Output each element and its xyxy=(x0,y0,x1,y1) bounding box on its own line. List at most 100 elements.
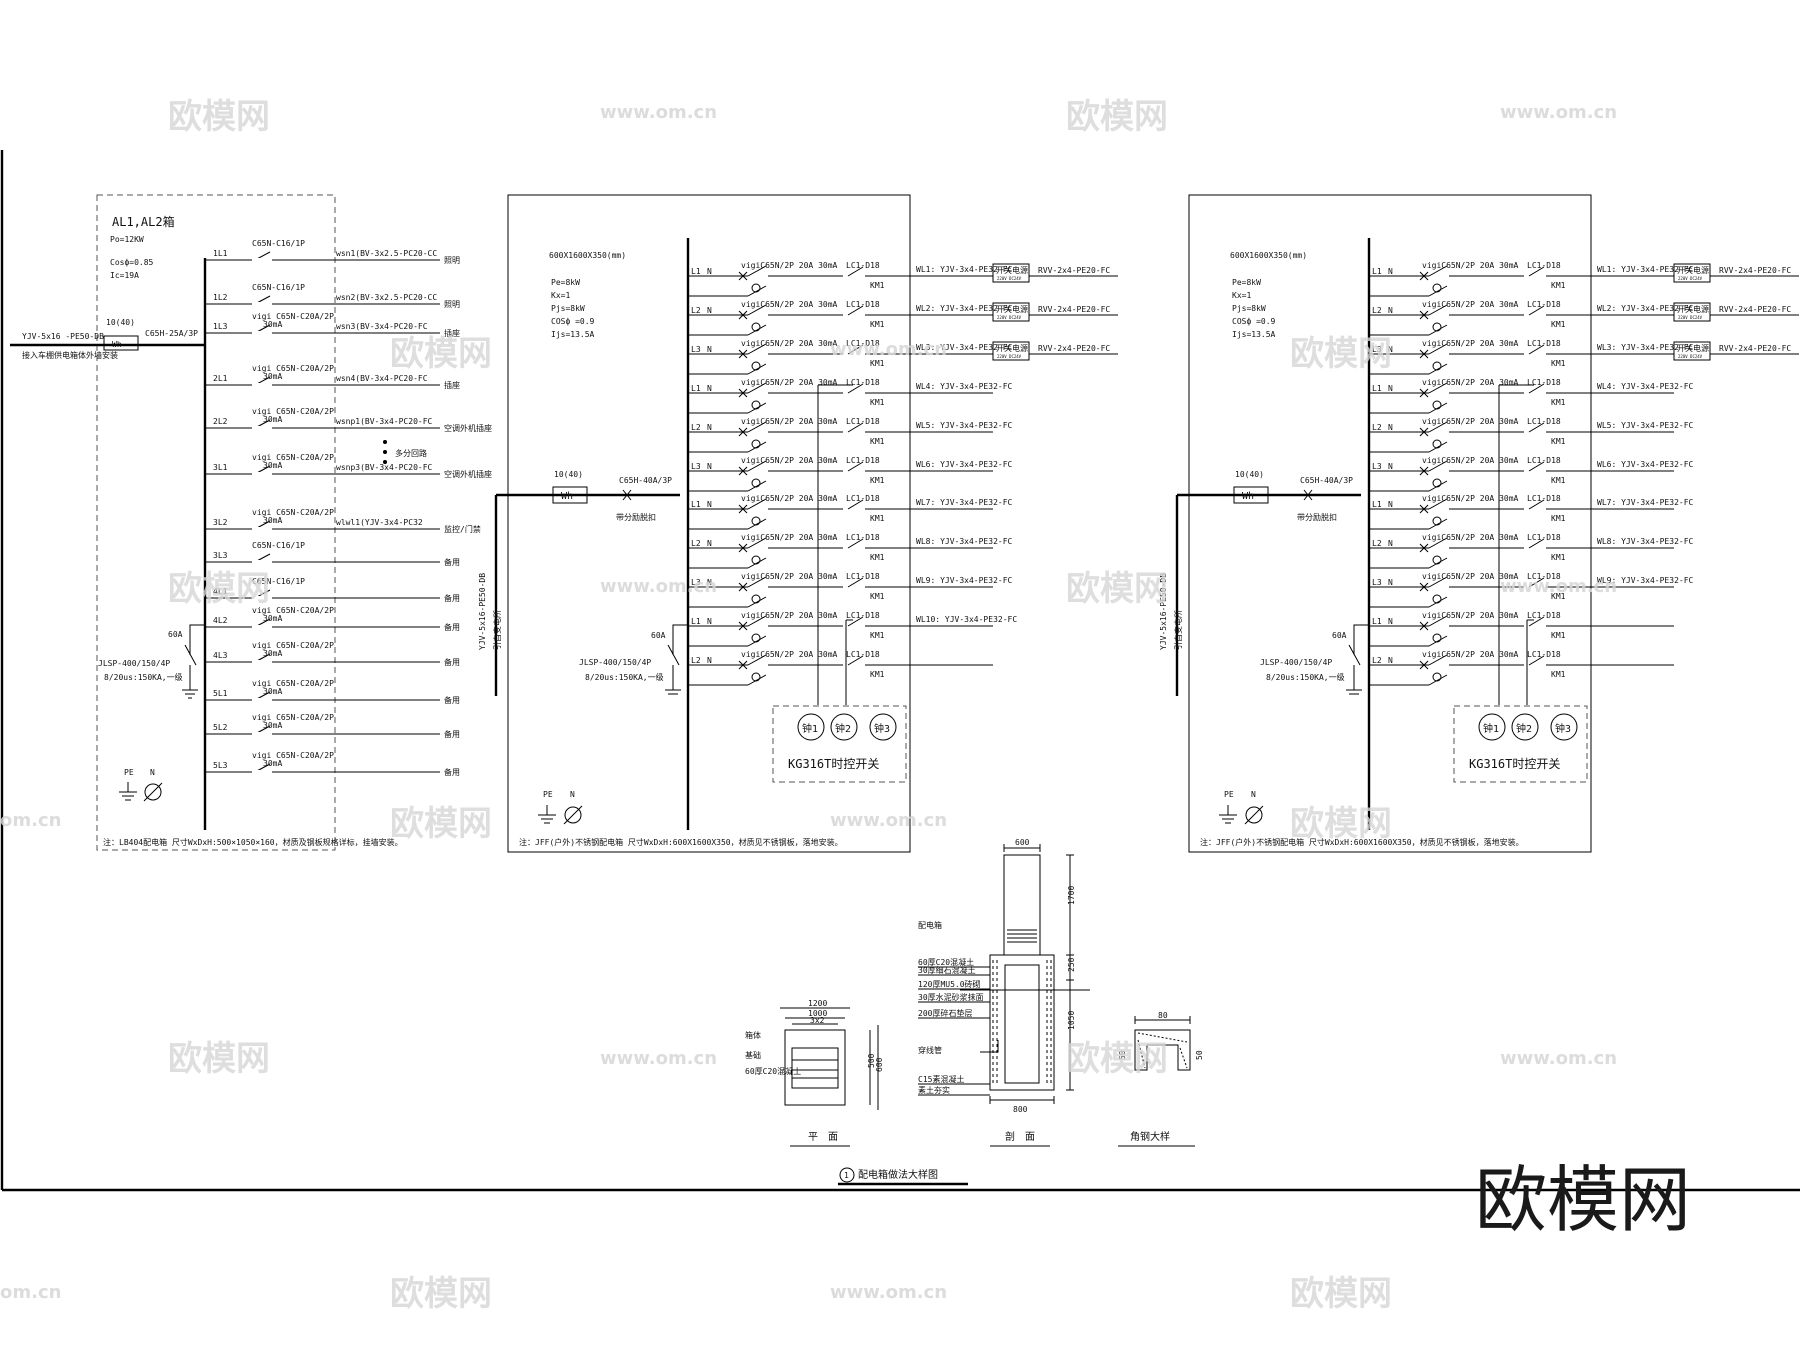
panel3-circuit-rcd-ring xyxy=(1432,283,1442,293)
panel2-circuit-contactor: LC1-D18 xyxy=(846,339,880,348)
panel3-circuit-breaker: vigiC65N/2P 20A 30mA xyxy=(1422,456,1519,465)
plan-dim-w3: 3x2 xyxy=(810,1016,825,1025)
panel3-switch-psu-title: 开关电源 xyxy=(1677,265,1709,275)
panel1-circuit-phase: 3L3 xyxy=(213,551,228,560)
brand-logo-watermark: 欧模网 xyxy=(1475,1158,1691,1242)
panel2-circuit-km: KM1 xyxy=(870,359,885,368)
plan-dim-h: 500 xyxy=(867,1053,876,1068)
panel2-circuit-km: KM1 xyxy=(870,670,885,679)
panel3-circuit-km: KM1 xyxy=(1551,631,1566,640)
panel2-circuit-n: N xyxy=(707,345,712,354)
panel2-footer: 注：JFF(户外)不锈钢配电箱 尺寸WxDxH:600X1600X350，材质见… xyxy=(519,837,843,847)
panel1-circuit-load: 备用 xyxy=(444,695,460,705)
panel2-circuit-contactor: LC1-D18 xyxy=(846,572,880,581)
panel3-timer-label-1: 钟1 xyxy=(1483,722,1499,735)
panel2-circuit-cable: WL4: YJV-3x4-PE32-FC xyxy=(916,382,1013,391)
section-dim-bottom xyxy=(989,1096,1055,1104)
section-note-3: 30厚水泥砂浆抹面 xyxy=(918,992,984,1002)
section-cabinet-vents xyxy=(1007,929,1037,943)
plan-hatch xyxy=(792,1059,838,1079)
panel2-timer-title: KG316T时控开关 xyxy=(788,757,879,771)
panel2-circuit-blade xyxy=(747,576,767,608)
panel3-circuit-contactor: LC1-D18 xyxy=(1527,650,1561,659)
panel2-meter: Wh xyxy=(561,491,573,502)
panel1-circuit-gap xyxy=(252,472,272,476)
angle-dim-h1: 50 xyxy=(1118,1050,1127,1060)
panel1-n: N xyxy=(150,768,155,777)
panel2-timer-wiring xyxy=(817,384,853,705)
panel3-circuit-blade xyxy=(1428,421,1448,453)
panel2-circuit-breaker-x xyxy=(738,310,748,320)
watermark-logo: 欧模网 xyxy=(390,1274,492,1314)
panel3-circuit-rcd-ring xyxy=(1432,516,1442,526)
panel2-spd-spec: 8/20us:150KA,一级 xyxy=(585,672,664,682)
panel1-pe: PE xyxy=(124,768,134,777)
panel2-circuit-contactor: LC1-D18 xyxy=(846,378,880,387)
section-foundation-inner xyxy=(1004,964,1040,1084)
plan-dim-w1: 1200 xyxy=(808,999,827,1008)
panel2-border xyxy=(507,194,911,853)
panel1-circuit-gap xyxy=(252,625,272,629)
panel1-circuit-rcd: 30mA xyxy=(263,461,282,470)
panel3-circuit-rcd-ring xyxy=(1432,478,1442,488)
panel1-meter: Wh xyxy=(112,340,122,349)
panel2-circuit-contactor: LC1-D18 xyxy=(846,611,880,620)
watermark-logo: 欧模网 xyxy=(390,334,492,374)
panel3-circuit-blade xyxy=(1428,382,1448,414)
watermark-url: www.om.cn xyxy=(830,1282,947,1303)
panel2-circuit-rcd-ring xyxy=(751,478,761,488)
panel1-meter-rating: 10(40) xyxy=(106,318,135,327)
panel3-circuit-breaker-x xyxy=(1419,349,1429,359)
panel2-circuit-n: N xyxy=(707,500,712,509)
panel3-switch-psu-sub: 220V DC24V xyxy=(1678,276,1703,281)
panel2-circuit-breaker-x xyxy=(738,466,748,476)
angle-dim-top xyxy=(1134,1016,1191,1024)
panel1-circuit-breaker: C65N-C16/1P xyxy=(252,577,305,586)
panel2-circuit-blade xyxy=(747,615,767,647)
watermark-url: www.om.cn xyxy=(1500,576,1617,597)
panel3-circuit-contactor: LC1-D18 xyxy=(1527,572,1561,581)
panel3-circuit-rcd-ring xyxy=(1432,400,1442,410)
watermark-logo: 欧模网 xyxy=(1290,334,1392,374)
panel2-meter-rating: 10(40) xyxy=(554,470,583,479)
panel3-circuit-out-cable: RVV-2x4-PE20-FC xyxy=(1719,305,1791,314)
panel1-circuit-load: 备用 xyxy=(444,593,460,603)
panel2-circuit-rcd-ring xyxy=(751,672,761,682)
panel1-more-dot xyxy=(383,440,387,444)
panel3-circuit-km: KM1 xyxy=(1551,670,1566,679)
panel3-circuit-contactor: LC1-D18 xyxy=(1527,611,1561,620)
plan-dim-right xyxy=(869,1025,879,1110)
watermark-logo: 欧模网 xyxy=(1066,1039,1168,1079)
panel2-circuit-breaker-x xyxy=(738,543,748,553)
panel2-circuit-n: N xyxy=(707,423,712,432)
panel2-circuit-km: KM1 xyxy=(870,631,885,640)
panel3-circuit-km: KM1 xyxy=(1551,281,1566,290)
panel1-circuit-cable: wsnp3(BV-3x4-PC20-FC xyxy=(336,463,433,472)
panel3-main-breaker: C65H-40A/3P xyxy=(1300,476,1353,485)
panel2-meter-box xyxy=(552,486,588,504)
panel1-circuit-gap xyxy=(252,660,272,664)
panel3-circuit-breaker: vigiC65N/2P 20A 30mA xyxy=(1422,494,1519,503)
panel3-circuit-breaker: vigiC65N/2P 20A 30mA xyxy=(1422,261,1519,270)
panel3-circuit-contact xyxy=(1528,422,1545,433)
panel1-circuit-breaker: vigi C65N-C20A/2P xyxy=(252,606,334,615)
panel2-circuit-km: KM1 xyxy=(870,281,885,290)
panel3-circuit-km: KM1 xyxy=(1551,514,1566,523)
panel3-circuit-breaker-x xyxy=(1419,660,1429,670)
section-note-4: 200厚碎石垫层 xyxy=(918,1008,972,1018)
panel3-circuit-phase: L3 xyxy=(1372,345,1382,354)
panel3-circuit-contactor: LC1-D18 xyxy=(1527,261,1561,270)
panel3-timer-label-3: 钟3 xyxy=(1555,722,1571,735)
panel1-circuit-gap xyxy=(252,732,272,736)
panel2-circuit-phase: L3 xyxy=(691,345,701,354)
panel3-circuit-blade xyxy=(1428,615,1448,647)
panel3-circuit-phase: L2 xyxy=(1372,423,1382,432)
panel3-timer-title: KG316T时控开关 xyxy=(1469,757,1560,771)
panel1-circuit-cable: wsn2(BV-3x2.5-PC20-CC xyxy=(336,293,437,302)
panel2-circuit-breaker: vigiC65N/2P 20A 30mA xyxy=(741,339,838,348)
panel3-circuit-breaker-x xyxy=(1419,271,1429,281)
panel2-circuit-breaker-x xyxy=(738,388,748,398)
panel2-circuit-contact xyxy=(847,577,864,588)
watermark-logo: 欧模网 xyxy=(1290,1274,1392,1314)
